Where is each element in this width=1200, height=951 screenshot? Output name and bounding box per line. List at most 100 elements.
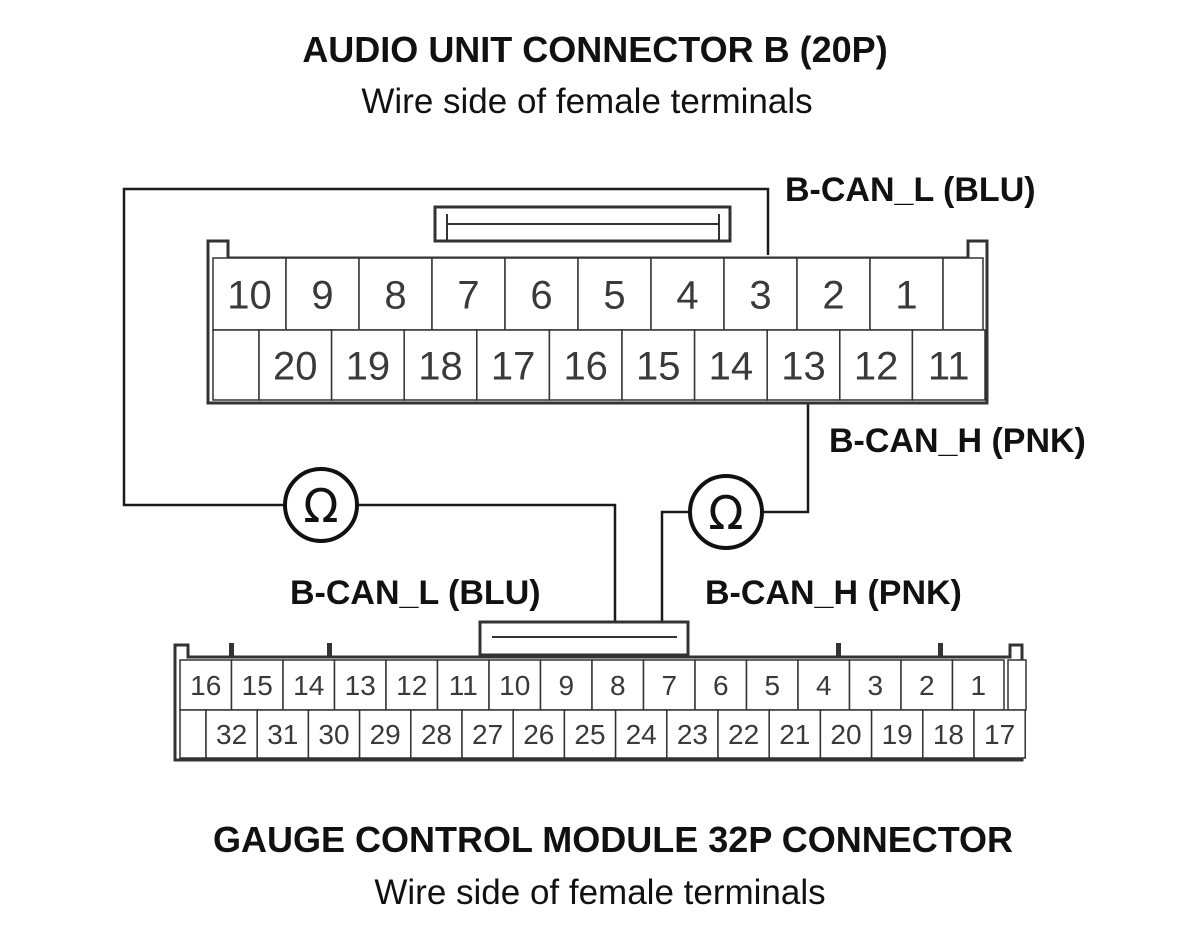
terminal-number: 10 [499,670,530,701]
terminal-number: 1 [970,670,986,701]
terminal-number: 26 [523,719,554,750]
terminal-number: 17 [984,719,1015,750]
audio-connector-subtitle: Wire side of female terminals [361,82,812,121]
audio-bottom-cell [911,329,986,401]
terminal-number: 1 [895,273,917,317]
ohm-symbol: Ω [708,486,743,540]
audio-top-cell [869,257,944,331]
terminal-number: 18 [418,344,463,388]
terminal-number: 8 [610,670,626,701]
gauge-connector-title: GAUGE CONTROL MODULE 32P CONNECTOR [213,819,1013,860]
terminal-number: 13 [345,670,376,701]
terminal-number: 10 [227,273,272,317]
terminal-number: 30 [318,719,349,750]
terminal-number: 15 [636,344,681,388]
ohmmeter-icon [688,474,764,550]
terminal-number: 9 [558,670,574,701]
gauge-top-cell [694,659,748,711]
gauge-bottom-cell [461,709,514,759]
terminal-number: 6 [530,273,552,317]
terminal-number: 12 [854,344,899,388]
gauge-top-cell [333,659,387,711]
audio-bottom-cell [258,329,333,401]
terminal-number: 11 [449,670,478,701]
gauge-bottom-cell [410,709,463,759]
gauge-bottom-cell [973,709,1026,759]
terminal-number: 27 [472,719,503,750]
gauge-connector-latch [478,620,690,657]
audio-top-cell [577,257,652,331]
terminal-number: 8 [384,273,406,317]
gauge-bottom-cell [358,709,412,759]
gauge-can-h-label: B-CAN_H (PNK) [705,574,962,612]
gauge-can-l-label: B-CAN_L (BLU) [290,574,541,612]
gauge-bottom-cell [717,709,770,759]
audio-top-cell [504,257,579,331]
terminal-number: 20 [273,344,318,388]
gauge-top-cell [797,659,851,711]
terminal-number: 19 [346,344,391,388]
terminal-number: 14 [709,344,754,388]
wiring [122,187,810,665]
gauge-bottom-cell [563,709,617,759]
ohm-symbol: Ω [303,479,338,533]
gauge-connector-subtitle: Wire side of female terminals [374,873,825,912]
terminal-number: 7 [661,670,677,701]
gauge-blank-cell [179,709,207,759]
terminal-number: 18 [933,719,964,750]
can-l-wire-audio-side [122,187,770,507]
audio-blank-cell [942,257,984,331]
terminal-number: 31 [267,719,298,750]
audio-bottom-cell [403,329,478,401]
gauge-top-cell [230,659,284,711]
gauge-top-cell [642,659,696,711]
ohmmeter-icon [283,467,359,543]
gauge-bottom-cell [614,709,668,759]
terminal-number: 9 [311,273,333,317]
terminal-number: 15 [242,670,273,701]
terminal-number: 19 [882,719,913,750]
audio-bottom-cell [476,329,551,401]
audio-connector-title: AUDIO UNIT CONNECTOR B (20P) [302,29,887,70]
terminal-number: 28 [421,719,452,750]
terminal-number: 4 [676,273,698,317]
audio-can-h-label: B-CAN_H (PNK) [829,422,1086,460]
terminal-number: 25 [574,719,605,750]
audio-bottom-cell [693,329,768,401]
terminal-number: 11 [928,344,970,388]
terminal-number: 14 [293,670,324,701]
terminal-number: 24 [626,719,657,750]
ohmmeter-left: Ω [283,467,359,543]
gauge-top-cell [179,659,233,711]
terminal-number: 2 [919,670,935,701]
gauge-top-cell [488,659,542,711]
terminal-number: 21 [779,719,810,750]
terminal-number: 29 [370,719,401,750]
can-h-wire-audio-side [762,398,810,514]
terminal-number: 5 [603,273,625,317]
gauge-bottom-cell [768,709,822,759]
audio-can-l-label: B-CAN_L (BLU) [785,171,1036,209]
audio-top-cell [650,257,725,331]
terminal-number: 5 [764,670,780,701]
terminal-number: 4 [816,670,832,701]
can-h-wire-gauge-side [660,510,690,665]
gauge-top-cell [591,659,645,711]
gauge-blank-cell [1007,659,1027,711]
audio-bottom-cell [839,329,914,401]
terminal-number: 23 [677,719,708,750]
audio-bottom-cell [766,329,841,401]
terminal-number: 20 [830,719,861,750]
can-l-wire-gauge-side [358,503,617,665]
gauge-bottom-cell [819,709,873,759]
gauge-bottom-cell [205,709,258,759]
terminal-number: 22 [728,719,759,750]
audio-bottom-cell [330,329,405,401]
gauge-bottom-cell [870,709,924,759]
terminal-number: 16 [190,670,221,701]
